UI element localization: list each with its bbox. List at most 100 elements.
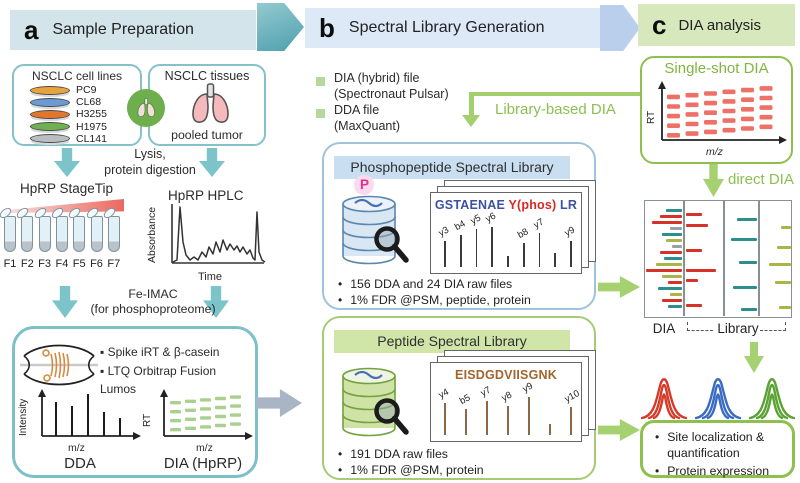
cell-line-name: CL68 <box>76 96 102 109</box>
compare-library-label: Library <box>717 321 759 336</box>
abundance-bar <box>666 239 682 243</box>
peptide-library-title: Peptide Spectral Library <box>334 330 570 353</box>
sample-tube-icon <box>0 205 16 252</box>
abundance-bar <box>670 293 682 297</box>
cell-line-name: H3255 <box>76 108 107 121</box>
compare-divider <box>758 201 760 316</box>
abundance-bar <box>646 269 682 273</box>
dot-bullet-icon: • <box>655 430 660 444</box>
abundance-bar <box>662 299 682 303</box>
cell-line-row: CL68 <box>30 96 142 108</box>
single-shot-xlabel: m/z <box>706 146 723 158</box>
ms-acquisition-box <box>12 326 258 478</box>
spectrum-peak <box>486 401 488 435</box>
culture-dish-icon <box>30 97 70 107</box>
lungs-circle-icon <box>127 89 165 127</box>
panel-a-title: Sample Preparation <box>52 21 194 38</box>
library-based-connector-stem <box>469 92 474 116</box>
dia-library-compare-panel <box>644 200 792 318</box>
spectrum-peak <box>444 241 446 267</box>
hplc-label: HpRP HPLC <box>168 188 244 203</box>
cell-line-row: CL141 <box>30 133 142 145</box>
single-shot-plot <box>658 81 787 144</box>
phospho-notes: •156 DDA and 24 DIA raw files•1% FDR @PS… <box>338 277 588 309</box>
feimac-label: Fe-IMAC (for phosphoproteome) <box>90 287 216 317</box>
hplc-chromatogram <box>171 204 266 264</box>
abundance-bar <box>660 215 682 219</box>
input-1-line1: DIA (hybrid) file <box>334 71 420 85</box>
culture-dish-icon <box>30 134 70 144</box>
panel-b-letter: b <box>319 12 335 43</box>
peak-label: y8 <box>499 389 514 404</box>
dot-bullet-icon: • <box>338 447 343 461</box>
fraction-label: F6 <box>90 258 103 270</box>
dia-plot <box>160 389 253 440</box>
phospho-tag-halo <box>354 175 374 195</box>
culture-dish-icon <box>30 109 70 119</box>
spectrum-peak <box>507 256 509 267</box>
square-bullet-icon: ▪ <box>100 345 108 359</box>
tissues-box: NSCLC tissues pooled tumor <box>148 64 266 146</box>
note-text: 1% FDR @PSM, peptide, protein <box>350 292 531 307</box>
compare-to-peaks-arrow-icon <box>744 342 764 373</box>
abundance-bar <box>666 209 682 213</box>
cell-line-name: H1975 <box>76 120 107 133</box>
peptide-to-results-arrow-icon <box>598 419 640 441</box>
note-text: 1% FDR @PSM, protein <box>350 462 484 477</box>
abundance-bar <box>672 245 682 249</box>
spectrum-peak <box>444 403 446 435</box>
culture-dish-icon <box>30 122 70 132</box>
spectrum-peak <box>507 406 509 435</box>
square-bullet-icon: ▪ <box>100 363 108 378</box>
ms-bullet-1: Spike iRT & β-casein <box>107 345 220 359</box>
abundance-bar <box>781 226 791 230</box>
panel-c-header: c DIA analysis <box>638 4 795 46</box>
fraction-label: F1 <box>3 258 17 270</box>
dot-bullet-icon: • <box>655 463 660 478</box>
spectrum-peak <box>570 241 572 267</box>
tube-lid-icon <box>15 205 31 221</box>
abundance-bar <box>668 281 682 285</box>
spectrum-peak <box>491 227 494 267</box>
magnifier-icon <box>374 226 409 263</box>
library-note: •1% FDR @PSM, peptide, protein <box>338 293 588 309</box>
cell-lines-title: NSCLC cell lines <box>31 69 123 83</box>
sequence-segment: EISDGDVIISGNK <box>455 368 557 382</box>
dot-bullet-icon: • <box>338 462 343 477</box>
library-note: •156 DDA and 24 DIA raw files <box>338 277 588 293</box>
sample-tube-icon <box>49 205 68 252</box>
fraction-label: F3 <box>38 258 52 270</box>
peak-label: b8 <box>515 226 531 241</box>
phospho-tag-label: P <box>360 177 370 192</box>
fraction-label: F5 <box>72 258 86 270</box>
input-2-line1: DDA file <box>334 103 380 117</box>
abundance-bar <box>686 213 702 217</box>
abundance-bar <box>686 224 708 228</box>
panel-a-letter: a <box>24 14 39 45</box>
results-bullet: • Site localization & quantification <box>655 430 788 462</box>
panel-c-letter: c <box>652 9 667 40</box>
abundance-bar <box>656 263 682 267</box>
peptide-sequence: EISDGDVIISGNK <box>431 368 581 382</box>
results-text: Site localization & quantification <box>667 430 765 460</box>
peak-label: y3 <box>436 224 451 239</box>
note-text: 191 DDA raw files <box>350 447 448 461</box>
abundance-bar <box>686 269 716 273</box>
dda-ylabel: Intensity <box>18 398 29 436</box>
spectrum-peak <box>522 243 525 267</box>
compare-divider <box>723 201 725 316</box>
culture-dish-icon <box>30 85 70 95</box>
abundance-bar <box>733 286 757 290</box>
lysis-arrow-left-icon <box>54 148 80 177</box>
spectrum-peak <box>465 409 467 435</box>
peak-label: y7 <box>531 216 546 231</box>
dia-xlabel: m/z <box>196 442 213 454</box>
single-shot-title: Single-shot DIA <box>664 60 769 77</box>
tissues-caption: pooled tumor <box>171 128 243 142</box>
abundance-bar <box>741 308 757 312</box>
